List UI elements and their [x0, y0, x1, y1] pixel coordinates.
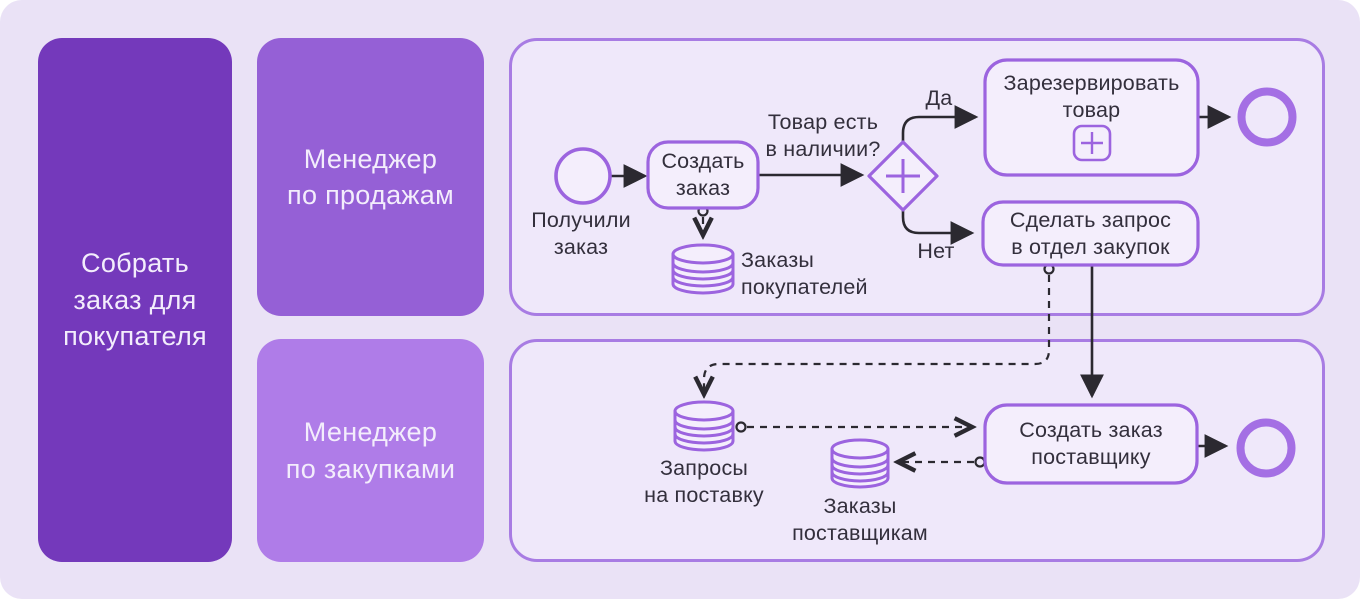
- task-reserve-goods-label: Зарезервировать товар: [1003, 71, 1180, 122]
- pool-label-line: Собрать: [81, 248, 189, 279]
- lane-label-line: Менеджер: [303, 143, 438, 174]
- pool-label-line: покупателя: [63, 321, 207, 352]
- gateway-question-label: Товар есть в наличии?: [765, 110, 881, 161]
- pool-label-line: заказ для: [73, 284, 197, 315]
- lane-label-line: по закупками: [285, 453, 456, 484]
- datastore-supplier-orders-label: Заказы поставщикам: [792, 494, 928, 545]
- lane-sales: [509, 38, 1325, 316]
- datastore-customer-orders-label: Заказы покупателей: [741, 248, 868, 299]
- datastore-supply-requests-label: Запросы на поставку: [644, 456, 764, 507]
- pool-label: Собрать заказ для покупателя: [38, 38, 232, 562]
- no-branch-label: Нет: [917, 239, 955, 263]
- lane-label-purchasing: Менеджер по закупками: [257, 339, 484, 562]
- task-create-order-label: Создать заказ: [661, 149, 745, 200]
- lane-label-line: по продажам: [287, 180, 454, 210]
- yes-branch-label: Да: [925, 86, 953, 110]
- lane-label-line: Менеджер: [303, 417, 438, 448]
- start-event-label: Получили заказ: [531, 208, 631, 259]
- lane-label-sales: Менеджер по продажам: [257, 38, 484, 316]
- task-request-purchasing-label: Сделать запрос в отдел закупок: [1009, 207, 1172, 259]
- task-create-supplier-order-label: Создать заказ поставщику: [1019, 418, 1163, 469]
